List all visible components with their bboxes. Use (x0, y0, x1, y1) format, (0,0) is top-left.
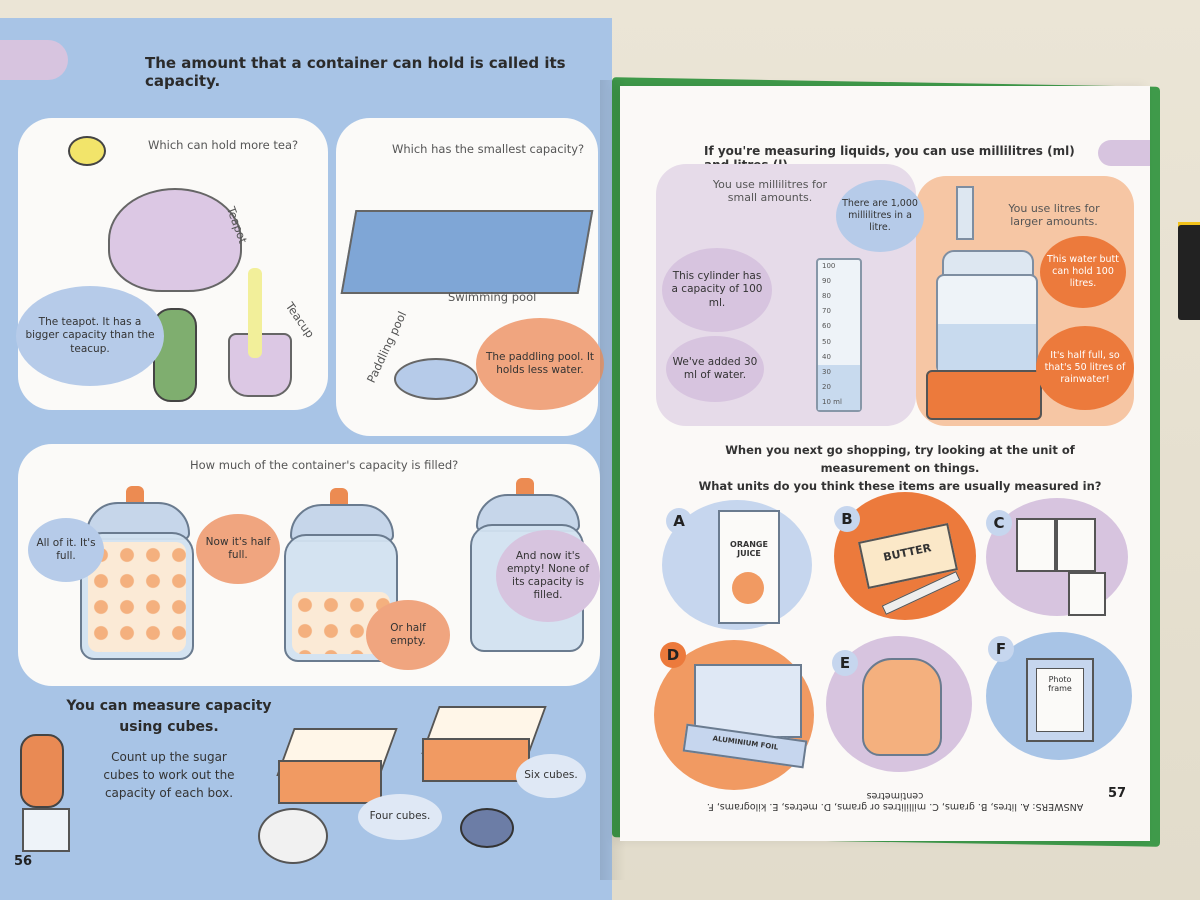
butt-capacity-bubble: This water butt can hold 100 litres. (1040, 236, 1126, 308)
added-water-text: We've added 30 ml of water. (672, 355, 758, 381)
measuring-cylinder: 100 90 80 70 60 50 40 30 20 10 ml (816, 258, 862, 412)
four-cubes-bubble: Four cubes. (358, 794, 442, 840)
sugar-cube (22, 808, 70, 852)
six-cubes-bubble: Six cubes. (516, 754, 586, 798)
right-page: If you're measuring liquids, you can use… (620, 86, 1150, 841)
cylinder-tick-label: 80 (822, 292, 831, 301)
cylinder-tick-label: 30 (822, 367, 831, 376)
paddling-pool (394, 358, 478, 400)
right-page-number: 57 (1108, 786, 1127, 801)
beetle-bottom (460, 808, 514, 848)
butter-label: BUTTER (882, 541, 933, 564)
item-d-letter: D (660, 642, 686, 668)
bee (68, 136, 106, 166)
jar-half-text: Now it's half full. (205, 535, 271, 561)
shopping-text: When you next go shopping, try looking a… (680, 442, 1120, 495)
tea-question: Which can hold more tea? (148, 138, 299, 152)
yoghurt-pot-1 (1016, 518, 1056, 572)
water-butt-stand (926, 370, 1042, 420)
pool-answer-bubble: The paddling pool. It holds less water. (476, 318, 604, 410)
photo-frame-label: Photo frame (1048, 675, 1072, 693)
swimming-pool-label: Swimming pool (448, 290, 537, 304)
cylinder-tick-label: 50 (822, 337, 831, 346)
water-butt (936, 274, 1038, 374)
tea-answer: The teapot. It has a bigger capacity tha… (25, 316, 155, 355)
item-c-letter: C (986, 510, 1012, 536)
added-water-bubble: We've added 30 ml of water. (666, 336, 764, 402)
item-e-circle (826, 636, 972, 772)
cylinder-tick-label: 60 (822, 322, 831, 331)
left-page-number: 56 (14, 854, 33, 869)
potato-bag (862, 658, 942, 756)
ml-small-text: You use millilitres for small amounts. (712, 178, 828, 204)
item-e-letter: E (832, 650, 858, 676)
cylinder-water (818, 365, 860, 410)
ruler-tab (0, 40, 68, 80)
half-full-text: It's half full, so that's 50 litres of r… (1044, 350, 1126, 385)
box-four (278, 760, 382, 804)
cylinder-tick-label: 90 (822, 277, 831, 286)
beetle-on-cube (20, 734, 64, 808)
jar-full-text: All of it. It's full. (36, 536, 96, 562)
shopping-line-2: What units do you think these items are … (698, 478, 1102, 493)
jar-empty-text: And now it's empty! None of its capacity… (506, 549, 590, 602)
juice-carton: ORANGE JUICE (718, 510, 780, 624)
jar-half-empty-text: Or half empty. (390, 621, 426, 647)
drainpipe (956, 186, 974, 240)
pool-answer: The paddling pool. It holds less water. (485, 350, 595, 376)
half-full-bubble: It's half full, so that's 50 litres of r… (1036, 326, 1134, 410)
cubes-text: Count up the sugar cubes to work out the… (103, 750, 235, 800)
litres-large-text: You use litres for larger amounts. (1008, 202, 1100, 228)
cylinder-ticks: 100 90 80 70 60 50 40 30 20 10 ml (822, 262, 858, 406)
tea-stream (248, 268, 262, 358)
orange-icon (732, 572, 764, 604)
jar-half-bubble: Now it's half full. (196, 514, 280, 584)
yoghurt-pot-2 (1056, 518, 1096, 572)
cylinder-tick-label: 40 (822, 352, 831, 361)
water-butt-water (938, 324, 1036, 372)
item-b-letter: B (834, 506, 860, 532)
item-a-letter: A (666, 508, 692, 534)
cylinder-tick-label: 100 (822, 262, 836, 270)
jar-question: How much of the container's capacity is … (190, 458, 459, 472)
photo-frame-inner: Photo frame (1036, 668, 1084, 732)
jar-empty-bubble: And now it's empty! None of its capacity… (496, 530, 600, 622)
box-six (422, 738, 530, 782)
item-f-letter: F (988, 636, 1014, 662)
cylinder-text: This cylinder has a capacity of 100 ml. (671, 270, 763, 309)
shopping-line-1: When you next go shopping, try looking a… (725, 443, 1075, 475)
jar-half-empty-bubble: Or half empty. (366, 600, 450, 670)
pool-question: Which has the smallest capacity? (392, 142, 585, 156)
cylinder-tick-label: 70 (822, 307, 831, 316)
ml-in-litre-text: There are 1,000 millilitres in a litre. (842, 198, 918, 233)
dark-object (1178, 225, 1200, 320)
yoghurt-pot-3 (1068, 572, 1106, 616)
cylinder-bubble: This cylinder has a capacity of 100 ml. (662, 248, 772, 332)
swimming-pool (340, 210, 594, 294)
jars-panel: How much of the container's capacity is … (18, 444, 600, 686)
left-title: The amount that a container can hold is … (145, 54, 566, 90)
jar1-biscuits (88, 542, 186, 652)
snail (258, 808, 328, 864)
left-page: The amount that a container can hold is … (0, 18, 612, 900)
juice-label: ORANGE JUICE (730, 540, 768, 558)
ml-in-litre-bubble: There are 1,000 millilitres in a litre. (836, 180, 924, 252)
teapot (108, 188, 242, 292)
four-cubes-text: Four cubes. (369, 810, 431, 823)
jar-full (80, 532, 194, 660)
cubes-heading: You can measure capacity using cubes. (66, 698, 272, 735)
cylinder-tick-label: 10 ml (822, 397, 842, 406)
answers-upside-down: ANSWERS: A. litres, B. grams, C. millili… (706, 790, 1084, 812)
cylinder-tick-label: 20 (822, 382, 831, 391)
tea-answer-bubble: The teapot. It has a bigger capacity tha… (16, 286, 164, 386)
photo-frame: Photo frame (1026, 658, 1094, 742)
foil-sheet (694, 664, 802, 738)
butt-capacity-text: This water butt can hold 100 litres. (1046, 254, 1120, 289)
six-cubes-text: Six cubes. (524, 769, 578, 782)
right-ruler-tab (1098, 140, 1150, 166)
jar-full-bubble: All of it. It's full. (28, 518, 104, 582)
